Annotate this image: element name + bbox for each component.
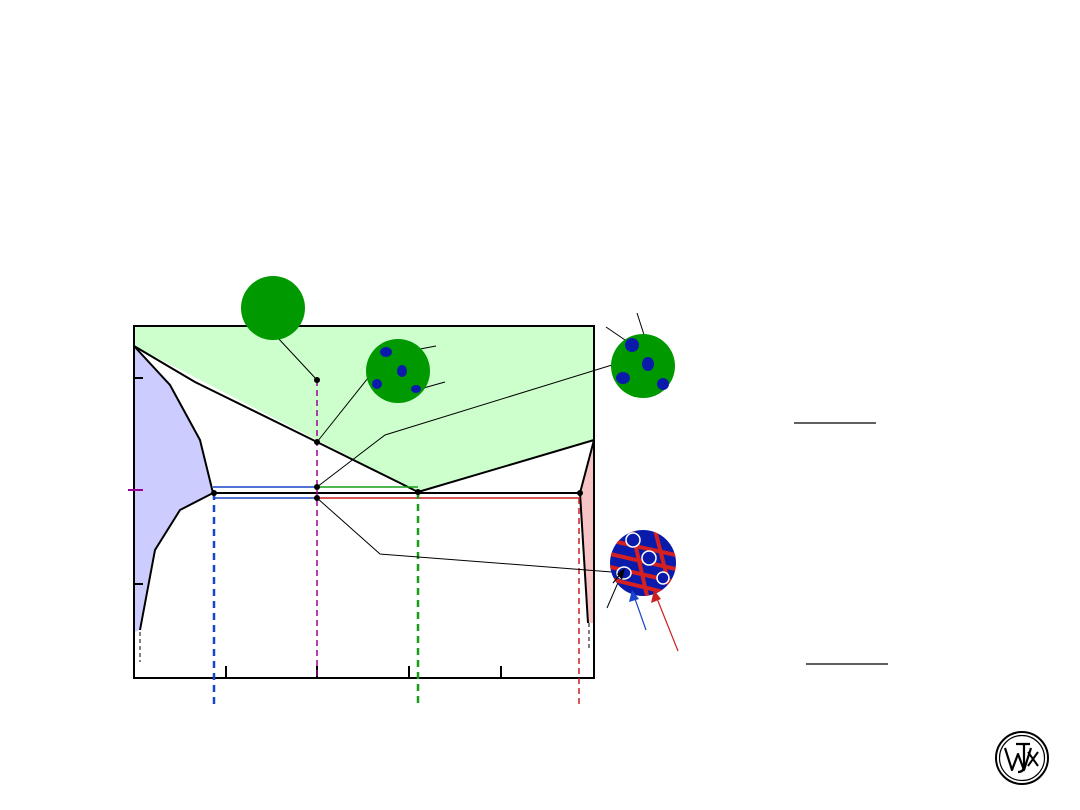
arrow-red-shaft bbox=[655, 595, 679, 652]
microstructure-liquid-only bbox=[241, 276, 305, 340]
microstructure-liquid-with-primary-alpha bbox=[366, 339, 430, 403]
alpha-particle bbox=[397, 365, 407, 377]
solidus-left bbox=[133, 345, 214, 494]
arrow-blue-shaft bbox=[633, 595, 647, 631]
alpha-particle bbox=[625, 338, 639, 352]
point-eutectic bbox=[415, 489, 421, 495]
microstructure-primary-alpha-in-eutectic bbox=[610, 530, 676, 596]
beta-lamella bbox=[610, 538, 676, 558]
alpha-particle bbox=[411, 385, 421, 393]
solvus-right bbox=[579, 492, 589, 624]
microstructure-primary-alpha-at-eutectic bbox=[611, 334, 675, 398]
solvus-left bbox=[139, 492, 214, 631]
beta-region bbox=[580, 440, 594, 623]
leader-particle-1 bbox=[419, 345, 437, 350]
primary-alpha-grain bbox=[625, 532, 641, 548]
arrow-black-head bbox=[617, 568, 625, 580]
leader-micro3-a bbox=[605, 326, 629, 343]
leader-below-eutectic bbox=[316, 497, 613, 573]
point-beta-max bbox=[577, 490, 583, 496]
leader-liquid bbox=[277, 337, 318, 381]
x-axis-ticks bbox=[225, 666, 502, 678]
arrow-blue-head bbox=[629, 590, 639, 602]
alpha-particle bbox=[657, 378, 669, 390]
arrow-red-head bbox=[651, 590, 661, 603]
alpha-particle bbox=[642, 357, 654, 371]
leader-liquidus bbox=[316, 377, 369, 443]
primary-alpha-grain bbox=[641, 550, 657, 566]
liquid-region bbox=[134, 326, 594, 492]
wiley-seal-logo bbox=[995, 731, 1049, 785]
pointer-arrows bbox=[612, 568, 679, 652]
leader-above-eutectic bbox=[316, 364, 613, 488]
primary-alpha-grain bbox=[656, 571, 670, 585]
alpha-particle bbox=[372, 379, 382, 389]
plot-frame bbox=[133, 325, 595, 679]
liquidus-right bbox=[417, 439, 595, 493]
alpha-particle bbox=[616, 372, 630, 384]
alpha-region bbox=[134, 346, 213, 632]
point-alpha-max bbox=[211, 490, 217, 496]
alpha-particle bbox=[380, 347, 392, 357]
y-axis-ticks bbox=[134, 377, 143, 585]
solidus-right bbox=[579, 439, 595, 494]
